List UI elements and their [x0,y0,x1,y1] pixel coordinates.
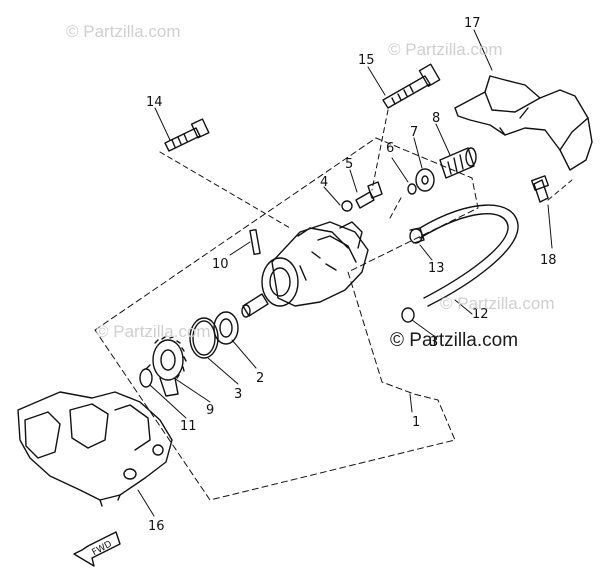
part-11-circlip [139,364,153,388]
part-7-collar [415,168,435,192]
part-18-bolt [531,175,549,203]
watermark-mid-right: © Partzilla.com [440,294,555,313]
leader-6 [389,195,403,219]
watermark-mid-left: © Partzilla.com [96,322,211,341]
callout-6: 6 [386,141,394,156]
part-5-screw [355,181,383,209]
callout-9: 9 [206,403,214,418]
oil-pump-assembly [241,221,369,318]
callout-13: 13 [428,261,445,276]
part-8-fitting [439,147,477,179]
callout-5: 5 [345,157,353,172]
leader-18 [547,179,573,201]
part-15-bolt [382,63,441,109]
part-10-pin [249,228,261,256]
callout-4: 4 [320,175,328,190]
part-9-gear [152,336,187,397]
part-3-clamp-lower [401,307,415,323]
part-3-o-ring [189,317,219,359]
leader-15 [371,109,389,191]
part-16-cover [17,391,173,507]
callout-2: 2 [256,371,264,386]
callout-3-upper: 3 [430,335,438,350]
part-12-hose [419,204,519,307]
assembly-outline-dashed [94,137,479,501]
part-6-washer [407,183,417,195]
part-13-clamp [409,227,425,244]
callout-18: 18 [540,253,557,268]
callout-14: 14 [146,95,163,110]
watermark-main: © Partzilla.com [390,330,519,351]
callout-17: 17 [464,16,481,31]
fwd-arrow-icon [73,531,121,567]
callout-16: 16 [148,519,165,534]
callout-15: 15 [358,53,375,68]
callout-8: 8 [432,111,440,126]
part-2-oil-seal [213,311,239,345]
part-14-bolt [164,118,210,152]
part-17-cover [454,75,593,171]
leader-lines [137,29,553,517]
leader-14 [159,151,291,229]
callout-7: 7 [410,125,418,140]
watermark-top-right: © Partzilla.com [388,40,503,59]
watermark-top-left: © Partzilla.com [66,22,181,41]
callout-11: 11 [180,419,197,434]
callout-3: 3 [234,387,242,402]
callout-10: 10 [212,257,229,272]
callout-1: 1 [412,415,420,430]
part-4-washer [341,200,353,212]
callout-12: 12 [472,307,489,322]
